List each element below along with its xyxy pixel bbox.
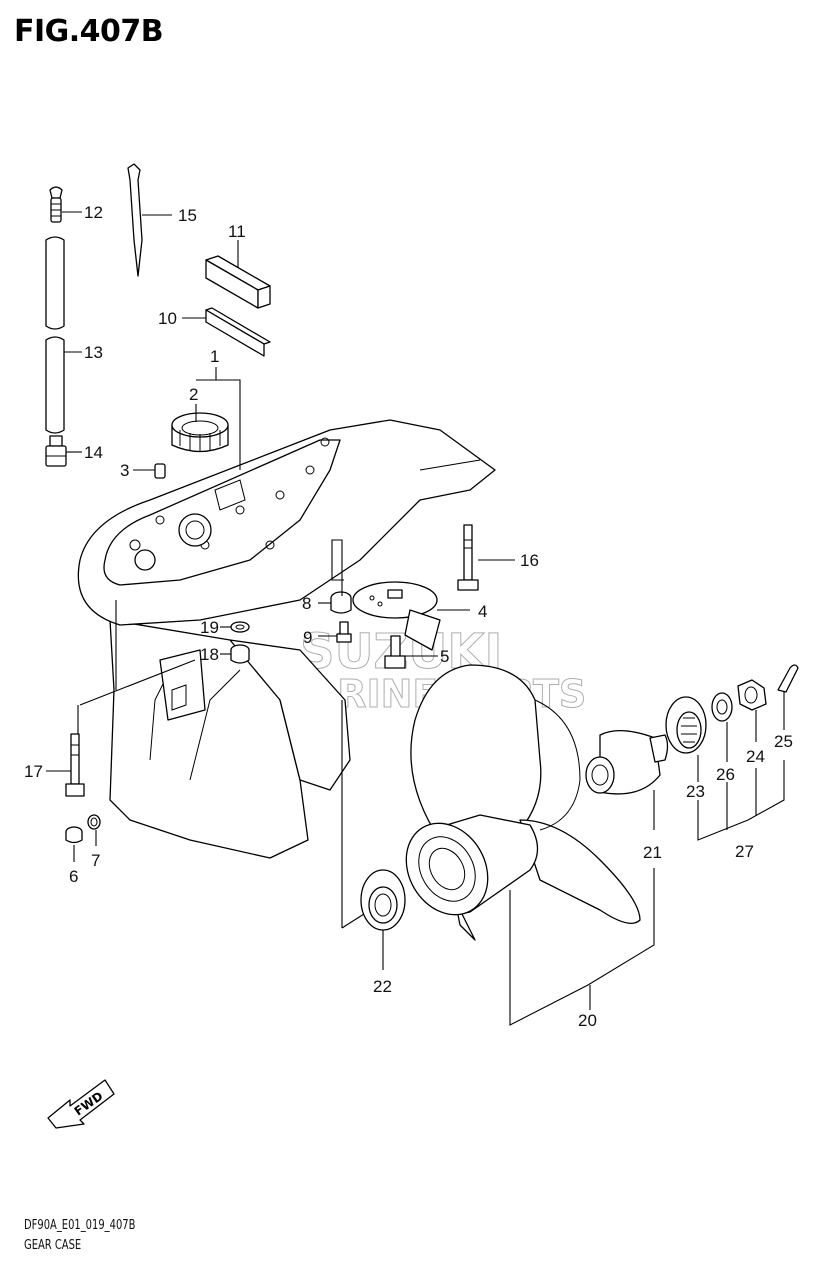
part-15-cable-tie[interactable] [127, 163, 143, 277]
callout-18: 18 [200, 645, 219, 664]
callout-21: 21 [643, 843, 662, 862]
fwd-direction-arrow: FWD [47, 1079, 115, 1129]
callout-16: 16 [520, 551, 539, 570]
callout-14: 14 [84, 443, 103, 462]
part-17-bolt[interactable] [65, 733, 85, 797]
part-9-screw[interactable] [336, 621, 352, 643]
part-22-thrust-washer[interactable] [360, 869, 406, 931]
part-3-dowel-pin[interactable] [154, 463, 166, 479]
callout-4: 4 [478, 602, 487, 621]
callout-9: 9 [303, 628, 312, 647]
callout-labels: 1 2 3 4 5 6 7 8 9 10 11 12 13 14 15 16 1… [24, 203, 793, 1030]
part-25-cotter-pin[interactable] [777, 664, 799, 693]
callout-22: 22 [373, 977, 392, 996]
callout-5: 5 [440, 647, 449, 666]
callout-3: 3 [120, 461, 129, 480]
figure-caption: GEAR CASE [24, 1238, 82, 1253]
part-16-bolt[interactable] [457, 524, 479, 591]
part-18-nut[interactable] [230, 644, 250, 664]
callout-13: 13 [84, 343, 103, 362]
callout-19: 19 [200, 618, 219, 637]
part-5-bolt[interactable] [384, 635, 406, 669]
callout-7: 7 [91, 851, 100, 870]
callout-1: 1 [210, 347, 219, 366]
callout-2: 2 [189, 385, 198, 404]
part-26-washer[interactable] [711, 692, 733, 722]
callout-6: 6 [69, 867, 78, 886]
part-7-gasket[interactable] [87, 814, 101, 830]
figure-title: FIG.407B [14, 14, 164, 49]
part-13-hose[interactable] [45, 236, 65, 434]
part-11-block[interactable] [205, 255, 271, 309]
figure-code: DF90A_E01_019_407B [24, 1218, 136, 1233]
callout-17: 17 [24, 762, 43, 781]
callout-26: 26 [716, 765, 735, 784]
figure-footer: DF90A_E01_019_407B GEAR CASE [24, 1216, 155, 1256]
callout-20: 20 [578, 1011, 597, 1030]
part-19-washer[interactable] [230, 621, 250, 633]
part-4-trim-tab[interactable] [352, 581, 441, 651]
callout-15: 15 [178, 206, 197, 225]
leader-lines [46, 211, 785, 1026]
gear-case-housing[interactable] [77, 419, 496, 859]
callout-24: 24 [746, 747, 765, 766]
callout-10: 10 [158, 309, 177, 328]
part-8-spacer[interactable] [330, 591, 352, 614]
part-14-fitting[interactable] [45, 435, 67, 467]
callout-12: 12 [84, 203, 103, 222]
part-23-spacer[interactable] [665, 696, 707, 754]
callout-25: 25 [774, 732, 793, 751]
part-21-bushing[interactable] [585, 730, 669, 795]
part-6-drain-screw[interactable] [65, 826, 83, 844]
part-24-nut[interactable] [737, 679, 767, 711]
part-2-bearing[interactable] [171, 412, 229, 453]
part-12-grommet[interactable] [49, 186, 63, 223]
part-20-propeller[interactable] [390, 664, 641, 941]
callout-8: 8 [302, 594, 311, 613]
callout-23: 23 [686, 782, 705, 801]
callout-11: 11 [228, 222, 246, 241]
callout-27: 27 [735, 842, 754, 861]
